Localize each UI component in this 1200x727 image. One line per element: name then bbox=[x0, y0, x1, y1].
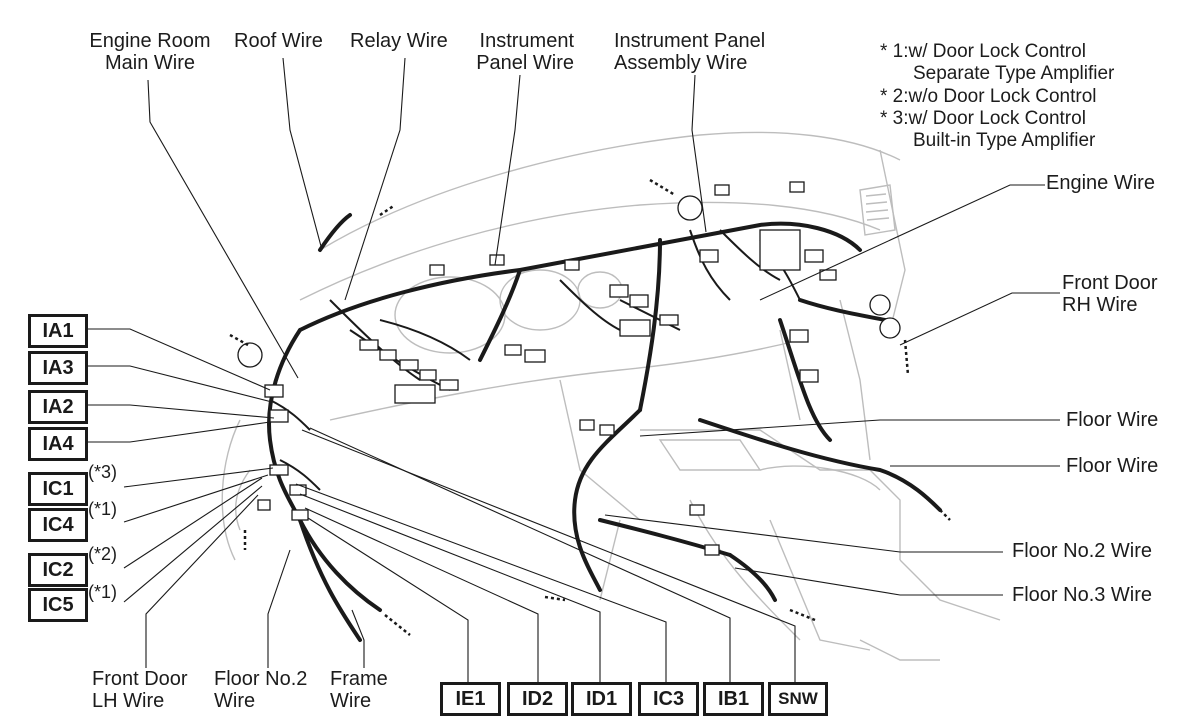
leader-lines bbox=[84, 57, 1060, 682]
note-1: * 1:w/ Door Lock Control bbox=[880, 41, 1086, 62]
connector-ic1: IC1 bbox=[28, 472, 88, 506]
wire-ends bbox=[229, 178, 951, 636]
connector-ia1: IA1 bbox=[28, 314, 88, 348]
label-line: Wire bbox=[330, 690, 372, 712]
label-line: Instrument bbox=[479, 30, 574, 52]
connector-ia3: IA3 bbox=[28, 351, 88, 385]
note-ref-ic5: (*1) bbox=[88, 582, 118, 602]
note-1-cont: Separate Type Amplifier bbox=[913, 63, 1115, 84]
note-3: * 3:w/ Door Lock Control bbox=[880, 108, 1086, 129]
label-roof-wire: Roof Wire bbox=[234, 30, 323, 52]
note-ref-ic2: (*2) bbox=[88, 544, 118, 564]
connector-ic2: IC2 bbox=[28, 553, 88, 587]
label-line: LH Wire bbox=[92, 690, 165, 712]
connector-ic5: IC5 bbox=[28, 588, 88, 622]
harness-connectors bbox=[237, 181, 901, 556]
label-instrument-panel-assembly-wire: Instrument Panel Assembly Wire bbox=[614, 30, 765, 74]
note-3-cont: Built-in Type Amplifier bbox=[913, 130, 1096, 151]
label-front-door-rh-wire: Front Door RH Wire bbox=[1062, 272, 1158, 316]
label-floor-wire-2: Floor Wire bbox=[1066, 455, 1159, 477]
label-line: Frame bbox=[330, 668, 388, 690]
label-floor-no2-wire-bottom: Floor No.2 Wire bbox=[214, 668, 307, 712]
label-line: Instrument Panel bbox=[614, 30, 766, 52]
label-front-door-lh-wire: Front Door LH Wire bbox=[92, 668, 188, 712]
connector-ib1: IB1 bbox=[703, 682, 764, 716]
note-ref-ic1: (*3) bbox=[88, 462, 118, 482]
label-instrument-panel-wire: Instrument Panel Wire bbox=[452, 30, 574, 74]
label-floor-no2-wire-right: Floor No.2 Wire bbox=[1012, 540, 1153, 562]
connector-ia4: IA4 bbox=[28, 427, 88, 461]
label-engine-room-main-wire: Engine Room Main Wire bbox=[80, 30, 220, 74]
connector-ic4: IC4 bbox=[28, 508, 88, 542]
label-relay-wire: Relay Wire bbox=[350, 30, 448, 52]
connector-ie1: IE1 bbox=[440, 682, 501, 716]
label-line: Assembly Wire bbox=[614, 52, 748, 74]
label-line: Wire bbox=[214, 690, 256, 712]
label-line: RH Wire bbox=[1062, 294, 1138, 316]
label-line: Front Door bbox=[1062, 272, 1158, 294]
connector-id1: ID1 bbox=[571, 682, 632, 716]
label-line: Engine Room bbox=[89, 30, 211, 52]
label-floor-wire-1: Floor Wire bbox=[1066, 409, 1159, 431]
label-line: Front Door bbox=[92, 668, 188, 690]
connector-snw: SNW bbox=[768, 682, 828, 716]
label-line: Panel Wire bbox=[476, 52, 574, 74]
connector-ia2: IA2 bbox=[28, 390, 88, 424]
dashboard-outline bbox=[221, 131, 1001, 661]
label-line: Main Wire bbox=[104, 52, 195, 74]
connector-id2: ID2 bbox=[507, 682, 568, 716]
label-floor-no3-wire: Floor No.3 Wire bbox=[1012, 584, 1153, 606]
harness-main bbox=[267, 213, 942, 642]
note-2: * 2:w/o Door Lock Control bbox=[880, 86, 1097, 107]
label-engine-wire: Engine Wire bbox=[1046, 172, 1155, 194]
label-line: Floor No.2 bbox=[214, 668, 308, 690]
note-ref-ic4: (*1) bbox=[88, 499, 118, 519]
connector-ic3: IC3 bbox=[638, 682, 699, 716]
label-frame-wire: Frame Wire bbox=[330, 668, 388, 712]
